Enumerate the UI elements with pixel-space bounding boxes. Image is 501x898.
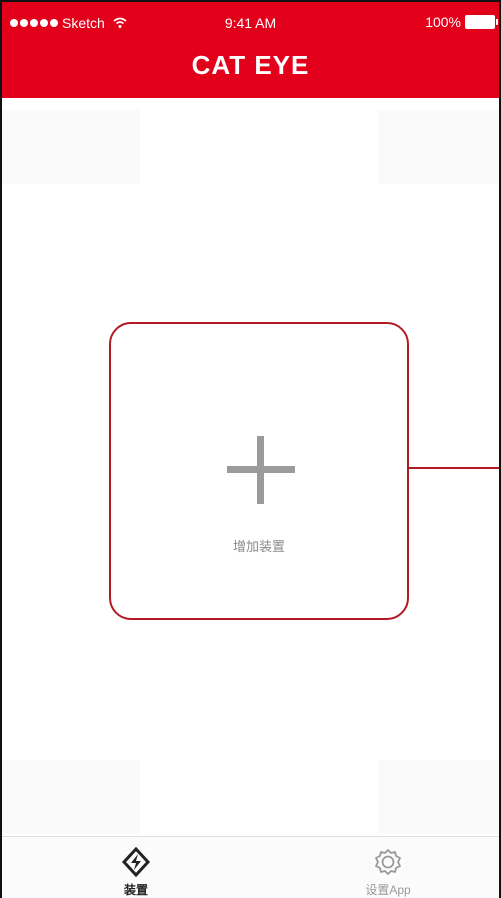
tab-devices[interactable]: 装置 — [76, 837, 196, 898]
tab-bar: 装置 设置App — [2, 836, 499, 898]
placeholder-tile — [2, 760, 140, 834]
placeholder-tile — [2, 110, 140, 184]
status-time: 9:41 AM — [224, 15, 277, 31]
gear-icon — [375, 849, 401, 875]
signal-icon — [10, 19, 58, 27]
tab-settings-label: 设置App — [365, 883, 411, 897]
main-content: 增加装置 — [2, 98, 499, 834]
wifi-icon — [113, 17, 127, 28]
status-bar: Sketch 9:41 AM 100% — [2, 2, 499, 42]
app-logo-title: CAT EYE — [191, 50, 310, 80]
carrier: Sketch — [10, 15, 127, 31]
plus-icon — [227, 436, 295, 504]
header: Sketch 9:41 AM 100% CAT EYE — [2, 2, 499, 98]
carrier-name: Sketch — [62, 15, 105, 31]
placeholder-tile — [378, 110, 499, 184]
battery-icon — [465, 15, 498, 29]
battery-percent: 100% — [425, 14, 461, 30]
add-device-label: 增加装置 — [232, 539, 285, 554]
device-icon — [121, 847, 151, 877]
tab-devices-label: 装置 — [123, 883, 148, 897]
battery: 100% — [425, 14, 498, 30]
add-device-button[interactable]: 增加装置 — [109, 322, 409, 620]
annotation-line — [409, 467, 499, 469]
tab-settings[interactable]: 设置App — [328, 837, 448, 898]
placeholder-tile — [378, 760, 499, 834]
